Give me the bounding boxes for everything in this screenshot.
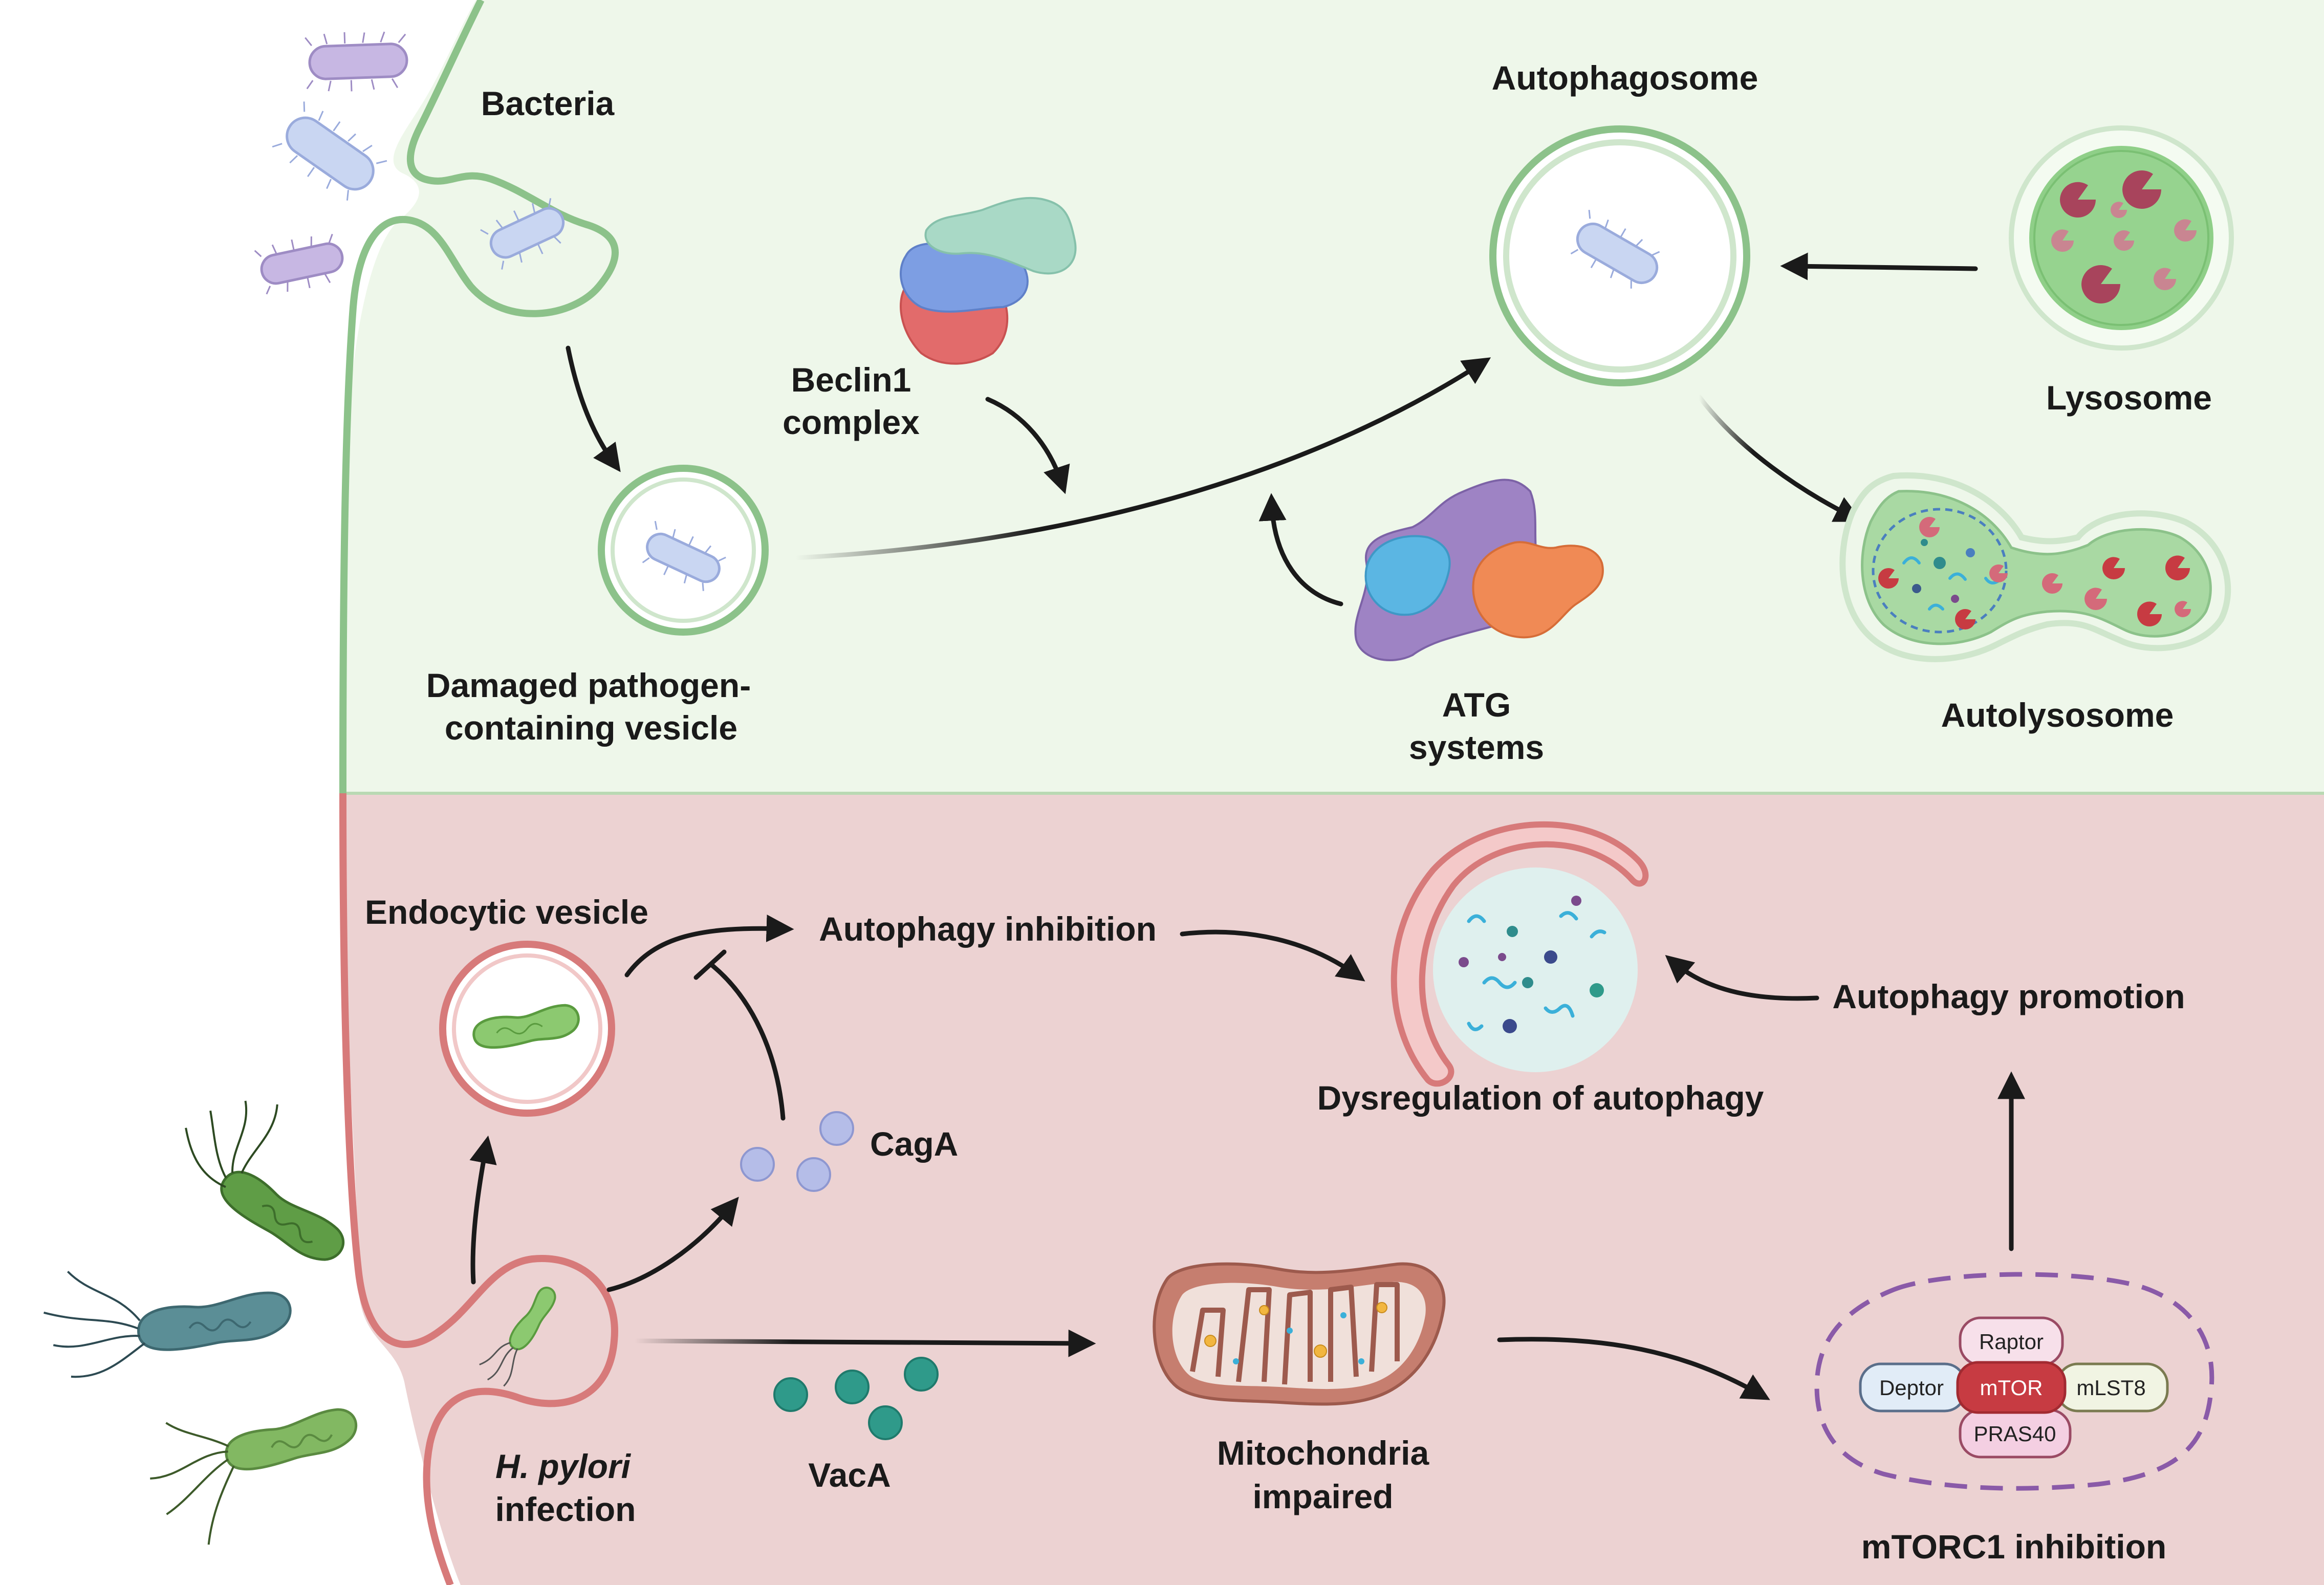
mtorc1-complex: Raptor Deptor mTOR mLST8 PRAS40	[1814, 1272, 2214, 1491]
enzyme-icon	[1878, 516, 2191, 629]
caga-label: CagA	[870, 1125, 958, 1163]
hpylori-in-pocket	[479, 1287, 556, 1387]
hpylori-bacterium-icon	[472, 1004, 580, 1049]
beclin1-complex-icon	[900, 197, 1077, 365]
mtorc1-inhibition-label: mTORC1 inhibition	[1861, 1528, 2166, 1566]
autolysosome	[1839, 472, 2231, 662]
autophagy-inhibition-label: Autophagy inhibition	[819, 910, 1157, 948]
autolysosome-label: Autolysosome	[1941, 696, 2174, 734]
cell-membrane-lower	[339, 793, 618, 1585]
mtor-node	[1956, 1361, 2067, 1414]
debris-icon	[1459, 896, 1606, 1033]
mlst8-label: mLST8	[2076, 1376, 2145, 1400]
debris-icon	[1902, 539, 2000, 611]
arrow-to-autophagy-inhibition	[624, 915, 794, 978]
inhibition-line-caga	[709, 962, 786, 1121]
lysosome-label: Lysosome	[2046, 379, 2212, 417]
debris-icon	[1204, 1302, 1387, 1364]
atg-systems-icon	[1354, 479, 1604, 661]
enzyme-icon	[2051, 170, 2197, 303]
arrow-lysosome-to-autophagosome	[1780, 252, 1978, 280]
cell-membrane-upper	[339, 0, 619, 794]
lysosome	[2009, 125, 2234, 351]
endocytic-vesicle	[439, 941, 615, 1117]
autophagosome	[1489, 125, 1750, 386]
arrow-to-endocytic-vesicle	[469, 1135, 497, 1285]
arrow-to-mtorc1	[1497, 1337, 1770, 1400]
beclin1-label-1: Beclin1	[791, 361, 911, 399]
pras40-label: PRAS40	[1973, 1422, 2056, 1446]
bacteria-label: Bacteria	[481, 84, 615, 122]
bacterium-icon	[272, 101, 387, 201]
raptor-label: Raptor	[1979, 1330, 2044, 1354]
arrow-to-damaged-vesicle	[566, 345, 621, 472]
mitochondria-icon	[1153, 1262, 1446, 1406]
damaged-vesicle-label-1: Damaged pathogen-	[426, 666, 751, 704]
bacterium-icon	[305, 31, 408, 92]
autophagy-promotion-label: Autophagy promotion	[1832, 978, 2185, 1015]
hpylori-bacterium-icon	[150, 1408, 358, 1545]
autophagosome-label: Autophagosome	[1492, 59, 1758, 97]
bacterium-icon	[254, 233, 344, 295]
hpylori-bacterium-icon	[185, 1100, 345, 1261]
hpylori-label-1: H. pylori	[495, 1447, 632, 1485]
arrow-atg	[1258, 493, 1343, 606]
arrow-to-dysregulation-from-promotion	[1665, 954, 1819, 1001]
arrow-to-autophagosome	[793, 357, 1491, 560]
upper-panel-background	[343, 0, 2324, 793]
caga-protein-icon	[740, 1111, 854, 1192]
mitochondria-label-2: impaired	[1252, 1478, 1393, 1515]
vaca-label: VacA	[808, 1456, 890, 1494]
beclin1-label-2: complex	[783, 403, 920, 441]
mtor-label: mTOR	[1980, 1376, 2043, 1400]
hpylori-bacterium-icon	[44, 1271, 292, 1378]
mitochondria-label-1: Mitochondria	[1217, 1434, 1430, 1472]
arrow-to-caga	[606, 1197, 739, 1292]
atg-label-2: systems	[1409, 728, 1544, 766]
endocytic-vesicle-label: Endocytic vesicle	[365, 893, 648, 931]
hpylori-external-cluster	[44, 1100, 358, 1545]
atg-label-1: ATG	[1442, 686, 1511, 724]
arrow-beclin1	[985, 397, 1070, 494]
dysregulation-phagophore	[1391, 821, 1649, 1087]
damaged-vesicle	[598, 465, 769, 636]
bacterium-icon	[642, 520, 726, 591]
deptor-label: Deptor	[1879, 1376, 1944, 1400]
inhibition-bar	[693, 949, 727, 980]
damaged-vesicle-label-2: containing vesicle	[445, 709, 737, 747]
hpylori-label-2: infection	[495, 1490, 636, 1528]
bacterium-icon	[1570, 210, 1660, 289]
vaca-protein-icon	[773, 1357, 939, 1440]
arrow-to-autolysosome	[1697, 394, 1863, 522]
bacteria-cluster	[254, 31, 565, 295]
bacterium-icon	[480, 198, 565, 270]
arrow-to-mitochondria	[632, 1329, 1096, 1357]
dysregulation-label: Dysregulation of autophagy	[1317, 1079, 1764, 1117]
arrow-to-dysregulation	[1180, 929, 1365, 982]
